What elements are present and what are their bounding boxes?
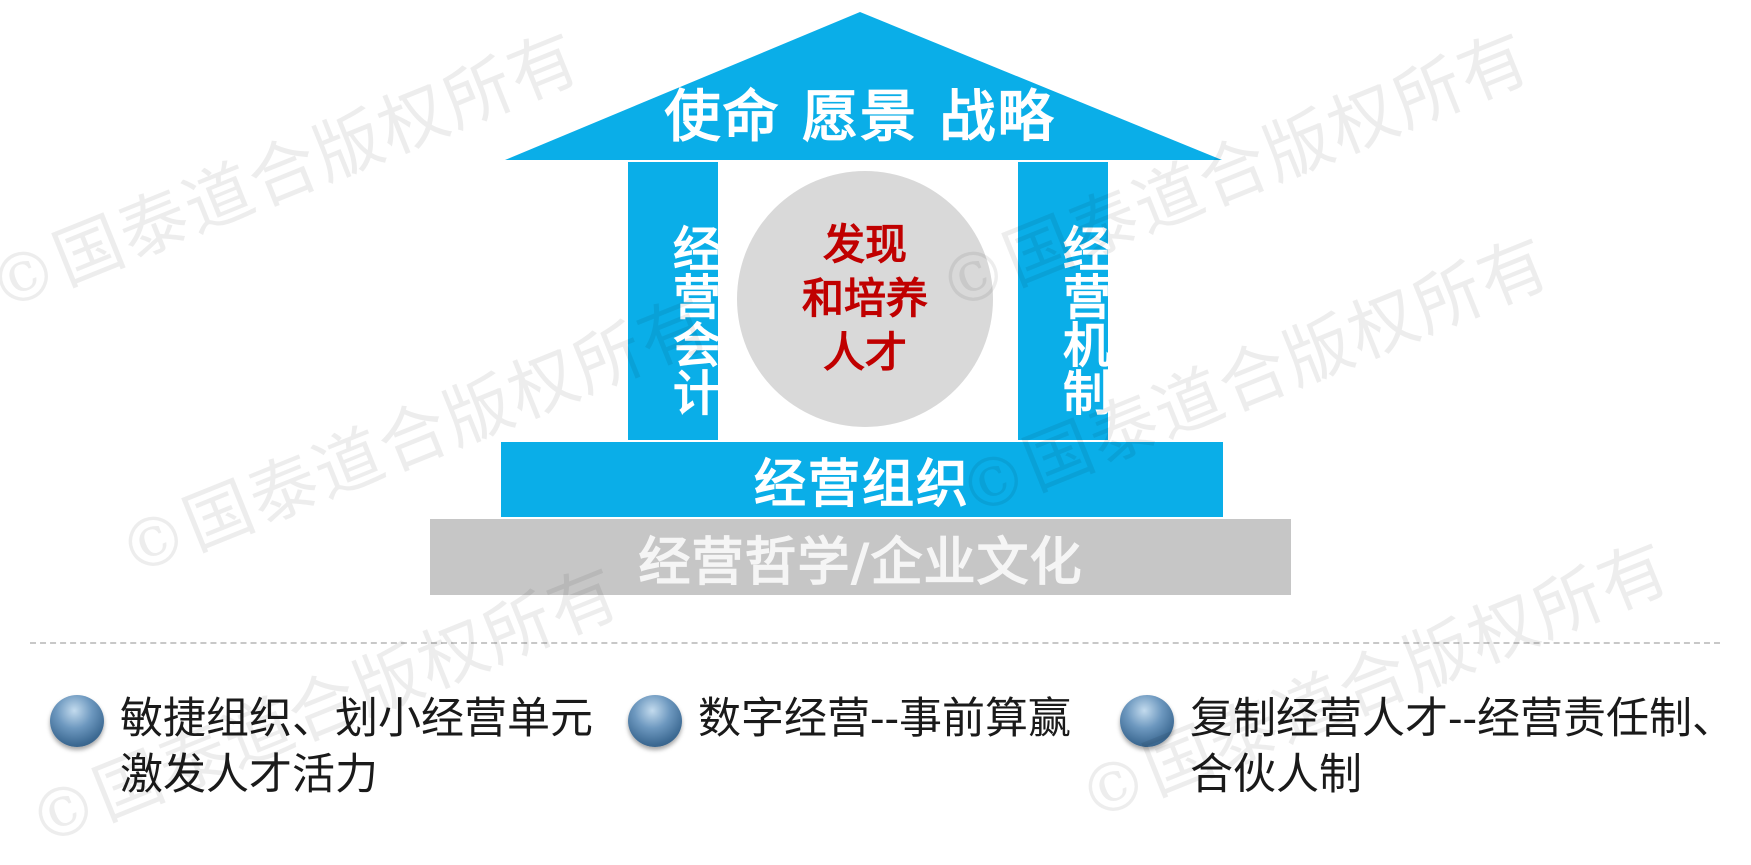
center-label-line1: 发现 (822, 220, 907, 269)
bullet-ball-icon (50, 695, 104, 747)
bullet-ball-icon (1120, 695, 1174, 747)
bullet-text-line1: 敏捷组织、划小经营单元 (120, 694, 593, 744)
roof-label: 使命 愿景 战略 (664, 84, 1056, 150)
bullet-text-line2: 激发人才活力 (120, 750, 378, 800)
center-label: 发现 和培养 人才 (802, 218, 928, 380)
foundation-label: 经营哲学/企业文化 (638, 532, 1083, 593)
center-circle: 发现 和培养 人才 (737, 171, 993, 427)
bullet-text-line1: 复制经营人才--经营责任制、 (1190, 694, 1736, 744)
foundation-bar: 经营哲学/企业文化 (430, 519, 1291, 595)
pillar-right-label: 经营机制 (1054, 224, 1110, 416)
center-label-line3: 人才 (822, 328, 907, 377)
pillar-left-label: 经营会计 (664, 224, 720, 416)
bullet-text: 敏捷组织、划小经营单元 激发人才活力 (120, 691, 593, 803)
bullet-text: 数字经营--事前算赢 (698, 691, 1071, 747)
roof-triangle (505, 12, 1222, 160)
dashed-divider (30, 642, 1720, 644)
bullet-text-line1: 数字经营--事前算赢 (698, 694, 1072, 744)
organization-label: 经营组织 (753, 455, 970, 515)
bullet-text-line2: 合伙人制 (1190, 750, 1362, 800)
pillar-right: 经营机制 (1018, 162, 1110, 440)
organization-bar: 经营组织 (501, 442, 1223, 517)
center-label-line2: 和培养 (801, 274, 928, 323)
roof-shape (505, 12, 1222, 160)
pillar-left: 经营会计 (628, 162, 720, 440)
bullet-ball-icon (628, 695, 682, 747)
bullet-text: 复制经营人才--经营责任制、 合伙人制 (1190, 691, 1735, 803)
